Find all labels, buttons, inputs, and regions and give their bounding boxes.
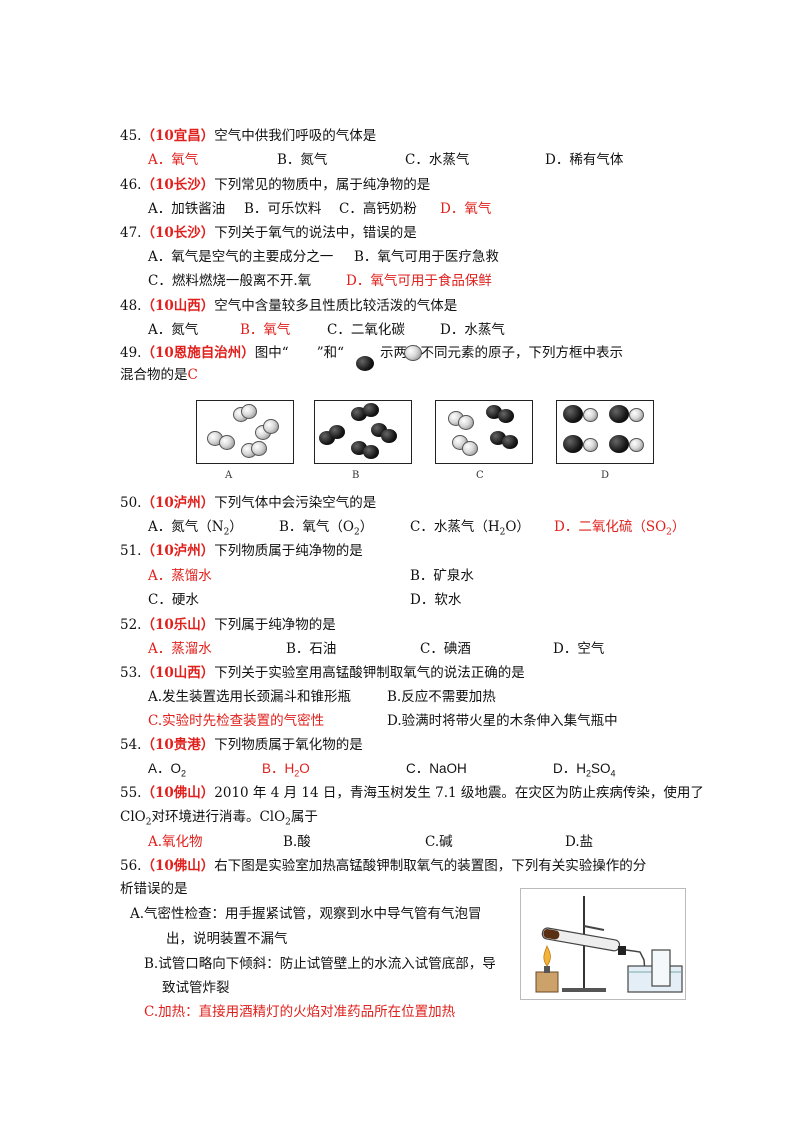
black-atom-icon (356, 356, 374, 371)
q52-option-b: B．石油 (286, 641, 337, 657)
q51-option-d: D．软水 (410, 592, 462, 608)
diagram-box-d (556, 400, 654, 464)
q50-stem: 50.（10泸州）下列气体中会污染空气的是 (120, 495, 377, 511)
box-label-d: D (601, 470, 610, 481)
q51-option-b: B．矿泉水 (410, 568, 474, 584)
q53-option-d: D.验满时将带火星的木条伸入集气瓶中 (387, 713, 618, 729)
q49-stem-line2: 混合物的是C (120, 367, 198, 383)
box-label-c: C (476, 470, 484, 481)
q53-option-a: A.发生装置选用长颈漏斗和锥形瓶 (148, 689, 352, 705)
q47-option-a: A．氧气是空气的主要成分之一 (148, 249, 334, 265)
q47-option-c: C．燃料燃烧一般离不开.氧 (148, 273, 312, 289)
q47-option-b: B．氧气可用于医疗急救 (354, 249, 499, 265)
q47-stem: 47.（10长沙）下列关于氧气的说法中，错误的是 (120, 225, 417, 241)
q53-option-b: B.反应不需要加热 (387, 689, 496, 705)
q55-stem-line2: ClO2对环境进行消毒。ClO2属于 (120, 809, 318, 828)
q56-stem-line2: 析错误的是 (120, 881, 188, 897)
q45-option-d: D．稀有气体 (545, 152, 624, 168)
q56-stem: 56.（10佛山）右下图是实验室加热高锰酸钾制取氧气的装置图，下列有关实验操作的… (120, 858, 647, 874)
q48-option-a: A．氮气 (148, 322, 199, 338)
q55-stem: 55.（10佛山）2010 年 4 月 14 日，青海玉树发生 7.1 级地震。… (120, 785, 704, 801)
diagram-box-c (435, 400, 533, 464)
q50-option-d: D．二氧化硫（SO2） (554, 519, 686, 538)
q52-option-a: A．蒸溜水 (148, 641, 212, 657)
q48-option-b: B．氧气 (240, 322, 291, 338)
q46-option-a: A．加铁酱油 (148, 201, 226, 217)
q54-option-a: A．O2 (148, 761, 187, 779)
diagram-box-a (196, 400, 294, 464)
gray-atom-icon (404, 345, 422, 361)
q56-option-a: A.气密性检查：用手握紧试管，观察到水中导气管有气泡冒 (130, 906, 482, 922)
q50-option-c: C．水蒸气（H2O） (410, 519, 530, 538)
q55-option-a: A.氧化物 (148, 834, 203, 850)
q53-option-c: C.实验时先检查装置的气密性 (148, 713, 325, 729)
q46-option-d: D．氧气 (440, 201, 492, 217)
q53-stem: 53.（10山西）下列关于实验室用高锰酸钾制取氧气的说法正确的是 (120, 665, 525, 681)
q54-option-b: B．H2O (262, 761, 310, 779)
q47-option-d: D．氧气可用于食品保鲜 (346, 273, 492, 289)
q48-option-c: C．二氧化碳 (327, 322, 405, 338)
q48-option-d: D．水蒸气 (440, 322, 505, 338)
q54-option-d: D．H2SO4 (553, 761, 616, 779)
q48-stem: 48.（10山西）空气中含量较多且性质比较活泼的气体是 (120, 298, 458, 314)
q49-stem: 49.（10恩施自治州）图中“”和“示两种不同元素的原子，下列方框中表示 (120, 345, 623, 361)
q46-option-c: C．高钙奶粉 (339, 201, 417, 217)
q51-stem: 51.（10泸州）下列物质属于纯净物的是 (120, 543, 363, 559)
q45-option-a: A．氧气 (148, 152, 199, 168)
box-label-a: A (225, 470, 233, 481)
apparatus-illustration (520, 888, 686, 1000)
q46-option-b: B．可乐饮料 (244, 201, 322, 217)
q55-option-c: C.碱 (425, 834, 453, 850)
q56-option-b: B.试管口略向下倾斜：防止试管壁上的水流入试管底部，导 (144, 956, 496, 972)
q51-option-c: C．硬水 (148, 592, 199, 608)
q56-option-a-cont: 出，说明装置不漏气 (166, 931, 288, 947)
q50-option-b: B．氧气（O2） (279, 519, 374, 538)
q51-option-a: A．蒸馏水 (148, 568, 212, 584)
q45-option-c: C．水蒸气 (405, 152, 470, 168)
q46-stem: 46.（10长沙）下列常见的物质中，属于纯净物的是 (120, 177, 431, 193)
box-label-b: B (352, 470, 360, 481)
q52-option-d: D．空气 (553, 641, 605, 657)
diagram-box-b (314, 400, 412, 464)
q52-stem: 52.（10乐山）下列属于纯净物的是 (120, 617, 336, 633)
q56-option-c: C.加热：直接用酒精灯的火焰对准药品所在位置加热 (144, 1004, 456, 1020)
q45-option-b: B．氮气 (277, 152, 328, 168)
q45-stem: 45.（10宜昌）空气中供我们呼吸的气体是 (120, 128, 377, 144)
q55-option-b: B.酸 (283, 834, 311, 850)
q55-option-d: D.盐 (565, 834, 594, 850)
q56-option-b-cont: 致试管炸裂 (162, 980, 230, 996)
q54-stem: 54.（10贵港）下列物质属于氧化物的是 (120, 737, 363, 753)
q54-option-c: C．NaOH (406, 761, 467, 776)
q50-option-a: A．氮气（N2） (148, 519, 243, 538)
q52-option-c: C．碘酒 (420, 641, 471, 657)
